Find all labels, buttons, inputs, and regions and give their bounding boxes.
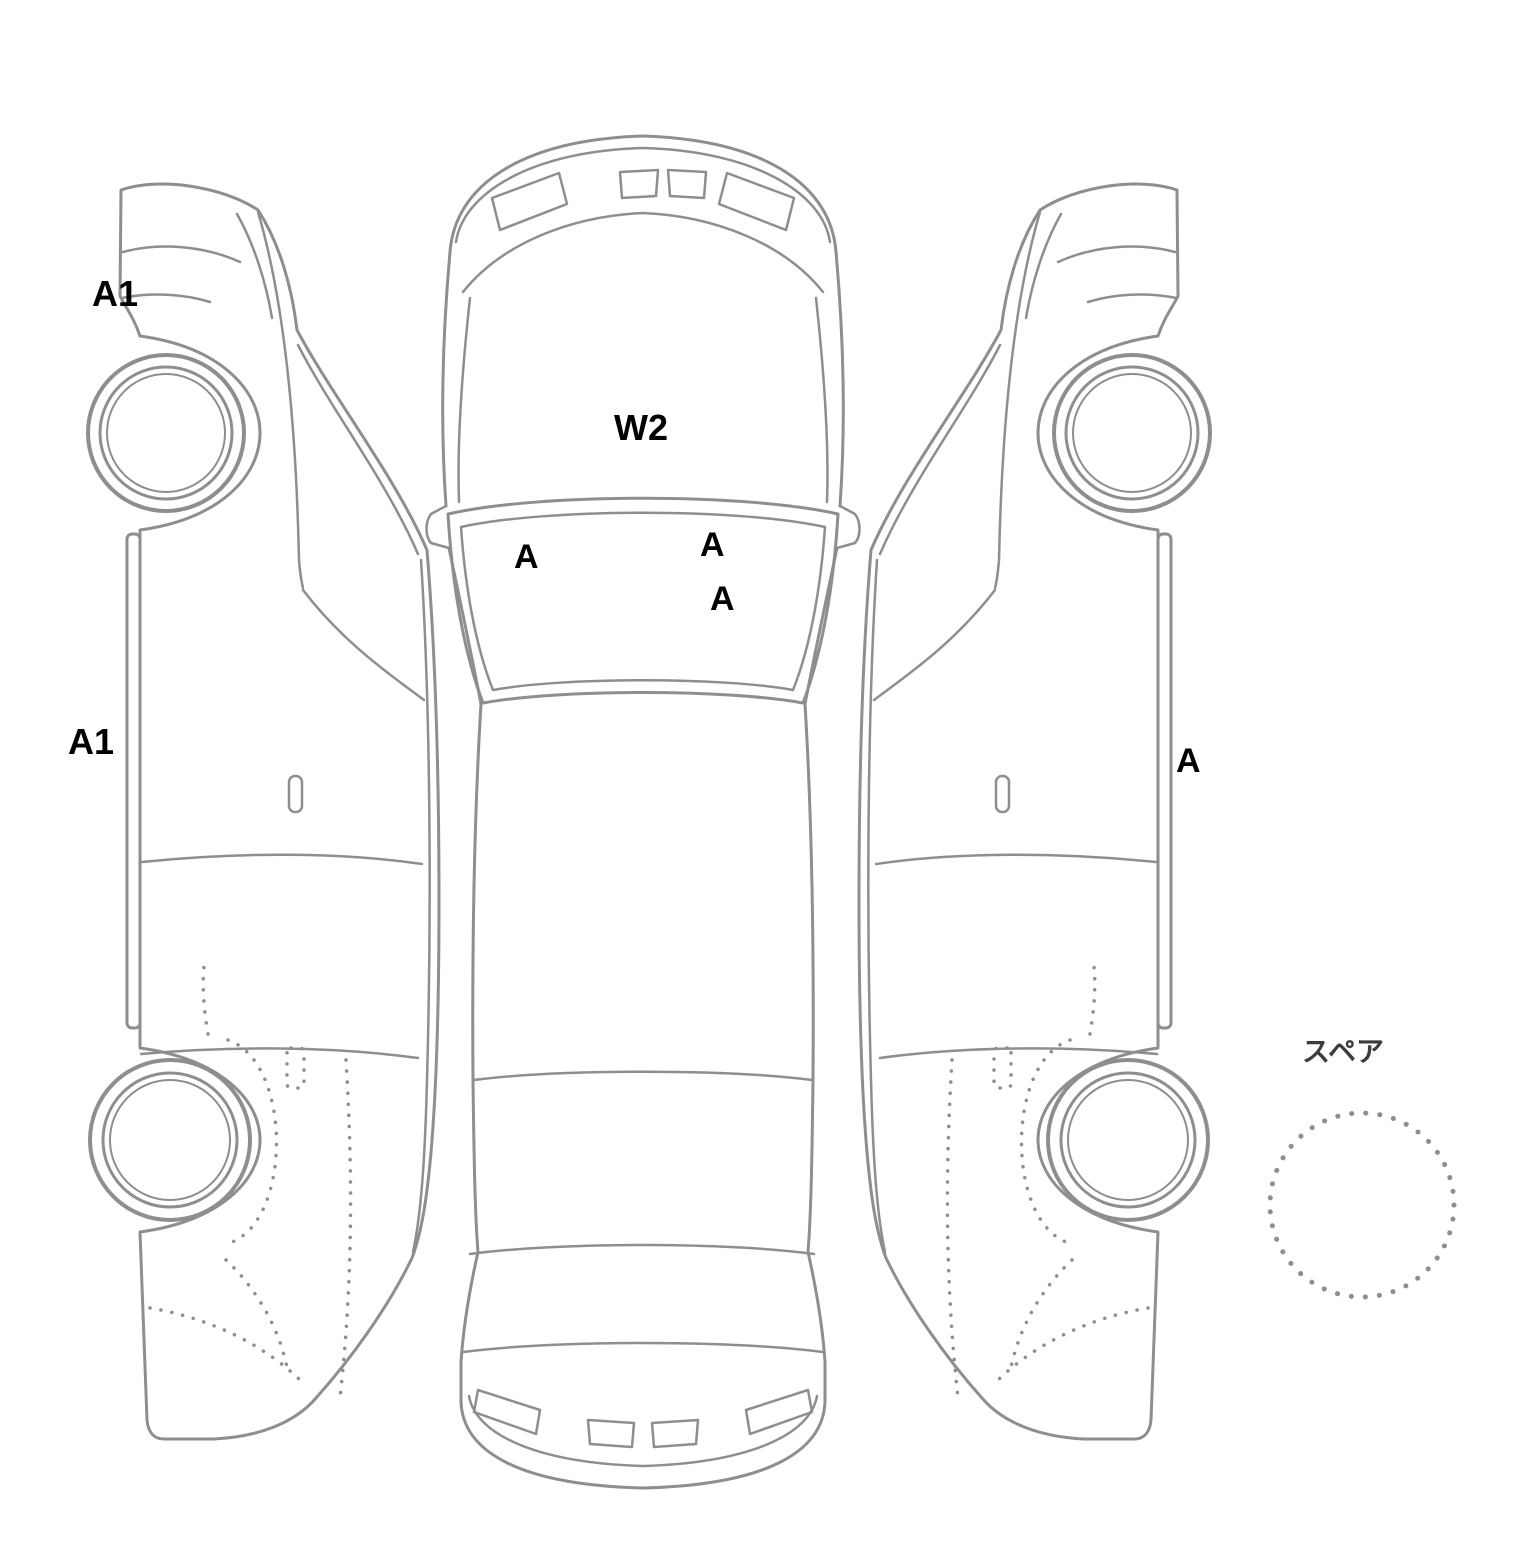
front-bumper-inner xyxy=(454,146,832,244)
windshield-inner xyxy=(459,511,827,692)
spare-tire-dotted-circle xyxy=(1267,1110,1457,1300)
headlight-left xyxy=(490,171,569,232)
rear-bumper-outer xyxy=(459,1400,827,1490)
mirror-left xyxy=(425,504,451,550)
taillight-right xyxy=(744,1388,814,1436)
hood-leading-edge xyxy=(461,211,825,294)
trunk-mark-left xyxy=(586,1418,636,1449)
rear-window-line xyxy=(468,1243,816,1256)
windshield-outer xyxy=(446,496,840,705)
damage-label-right-side: A xyxy=(1176,742,1201,780)
mirror-right xyxy=(835,504,861,550)
rear-fender-left xyxy=(459,1250,480,1404)
right-side-view xyxy=(857,182,1212,1441)
hood-crease-left xyxy=(457,296,472,504)
damage-label-front-left: A1 xyxy=(92,273,139,314)
damage-label-hood: W2 xyxy=(614,407,668,448)
spare-tire-label: スペア xyxy=(1302,1036,1385,1067)
roof-rear-line xyxy=(472,1070,814,1082)
trunk-mark-right xyxy=(650,1418,700,1449)
rear-fender-right xyxy=(806,1250,827,1404)
damage-label-left-side: A1 xyxy=(68,721,115,762)
top-view xyxy=(425,134,861,1490)
rear-bumper-inner xyxy=(467,1394,819,1468)
headlight-right xyxy=(717,171,796,232)
grille-mark-left xyxy=(618,168,660,200)
roof-edge-right xyxy=(803,702,815,1254)
roof-edge-left xyxy=(471,702,483,1254)
trunk-edge-line xyxy=(461,1341,825,1354)
taillight-left xyxy=(472,1388,542,1436)
body-edge-right-front xyxy=(834,250,845,508)
spare-tire xyxy=(1267,1110,1457,1300)
left-side-view xyxy=(86,182,441,1441)
hood-crease-right xyxy=(814,296,829,504)
front-bumper-outer xyxy=(448,134,838,254)
grille-mark-right xyxy=(666,168,708,200)
body-edge-left-front xyxy=(441,250,452,508)
damage-label-windshield-upper-right: A xyxy=(700,526,725,564)
damage-label-windshield-left: A xyxy=(514,538,539,576)
damage-label-windshield-lower-right: A xyxy=(710,580,735,618)
